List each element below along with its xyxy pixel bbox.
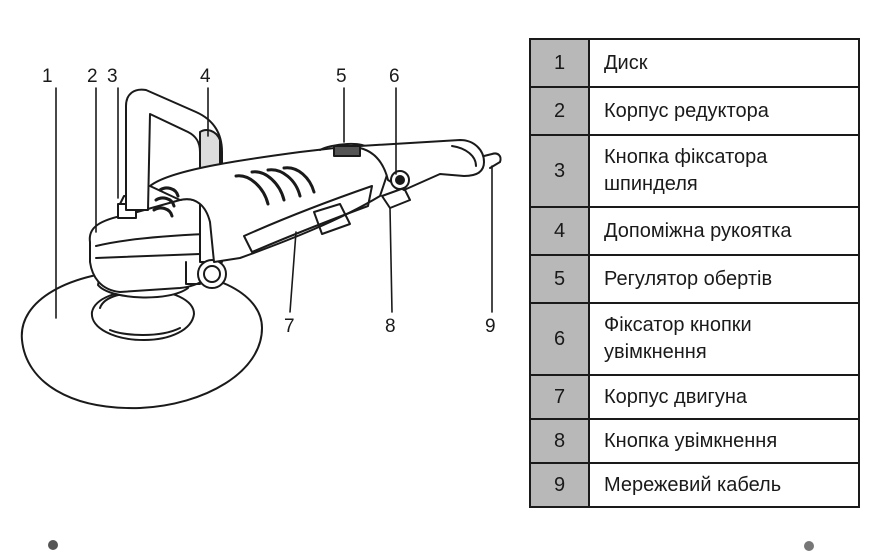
polisher-diagram: 1 2 3 4 5 6 7 8 9 xyxy=(20,66,502,410)
part-number: 8 xyxy=(529,418,590,464)
table-row: 3 Кнопка фіксатора шпинделя xyxy=(529,134,860,208)
power-switch xyxy=(381,187,411,209)
part-label: Корпус двигуна xyxy=(588,374,860,420)
part-number: 7 xyxy=(529,374,590,420)
callout-2: 2 xyxy=(87,66,98,87)
callout-4: 4 xyxy=(200,66,211,87)
dot-icon xyxy=(804,541,814,551)
part-number: 5 xyxy=(529,254,590,304)
table-row: 8 Кнопка увімкнення xyxy=(529,418,860,464)
part-label: Регулятор обертів xyxy=(588,254,860,304)
part-label: Диск xyxy=(588,38,860,88)
table-row: 1 Диск xyxy=(529,38,860,88)
callout-7: 7 xyxy=(284,316,295,337)
speed-regulator xyxy=(333,145,361,157)
part-number: 1 xyxy=(529,38,590,88)
callout-8: 8 xyxy=(385,316,396,337)
part-number: 4 xyxy=(529,206,590,256)
motor-side-panel xyxy=(243,185,373,253)
part-label: Фіксатор кнопки увімкнення xyxy=(588,302,860,376)
callout-5: 5 xyxy=(336,66,347,87)
gear-housing xyxy=(88,198,215,293)
part-number: 9 xyxy=(529,462,590,508)
parts-table: 1 Диск 2 Корпус редуктора 3 Кнопка фікса… xyxy=(529,38,860,508)
part-number: 6 xyxy=(529,302,590,376)
part-label: Кнопка увімкнення xyxy=(588,418,860,464)
table-row: 4 Допоміжна рукоятка xyxy=(529,206,860,256)
handle-knob xyxy=(197,259,227,289)
table-row: 2 Корпус редуктора xyxy=(529,86,860,136)
part-label: Мережевий кабель xyxy=(588,462,860,508)
table-row: 5 Регулятор обертів xyxy=(529,254,860,304)
motor-grip-ribs xyxy=(152,166,316,218)
callout-9: 9 xyxy=(485,316,496,337)
part-label: Кнопка фіксатора шпинделя xyxy=(588,134,860,208)
part-label: Корпус редуктора xyxy=(588,86,860,136)
callout-3: 3 xyxy=(107,66,118,87)
power-cable xyxy=(483,152,502,169)
table-row: 6 Фіксатор кнопки увімкнення xyxy=(529,302,860,376)
warning-icon xyxy=(48,540,58,550)
table-row: 9 Мережевий кабель xyxy=(529,462,860,508)
table-row: 7 Корпус двигуна xyxy=(529,374,860,420)
callout-6: 6 xyxy=(389,66,400,87)
callout-1: 1 xyxy=(42,66,53,87)
part-label: Допоміжна рукоятка xyxy=(588,206,860,256)
part-number: 2 xyxy=(529,86,590,136)
callout-leaders xyxy=(55,87,493,319)
part-number: 3 xyxy=(529,134,590,208)
